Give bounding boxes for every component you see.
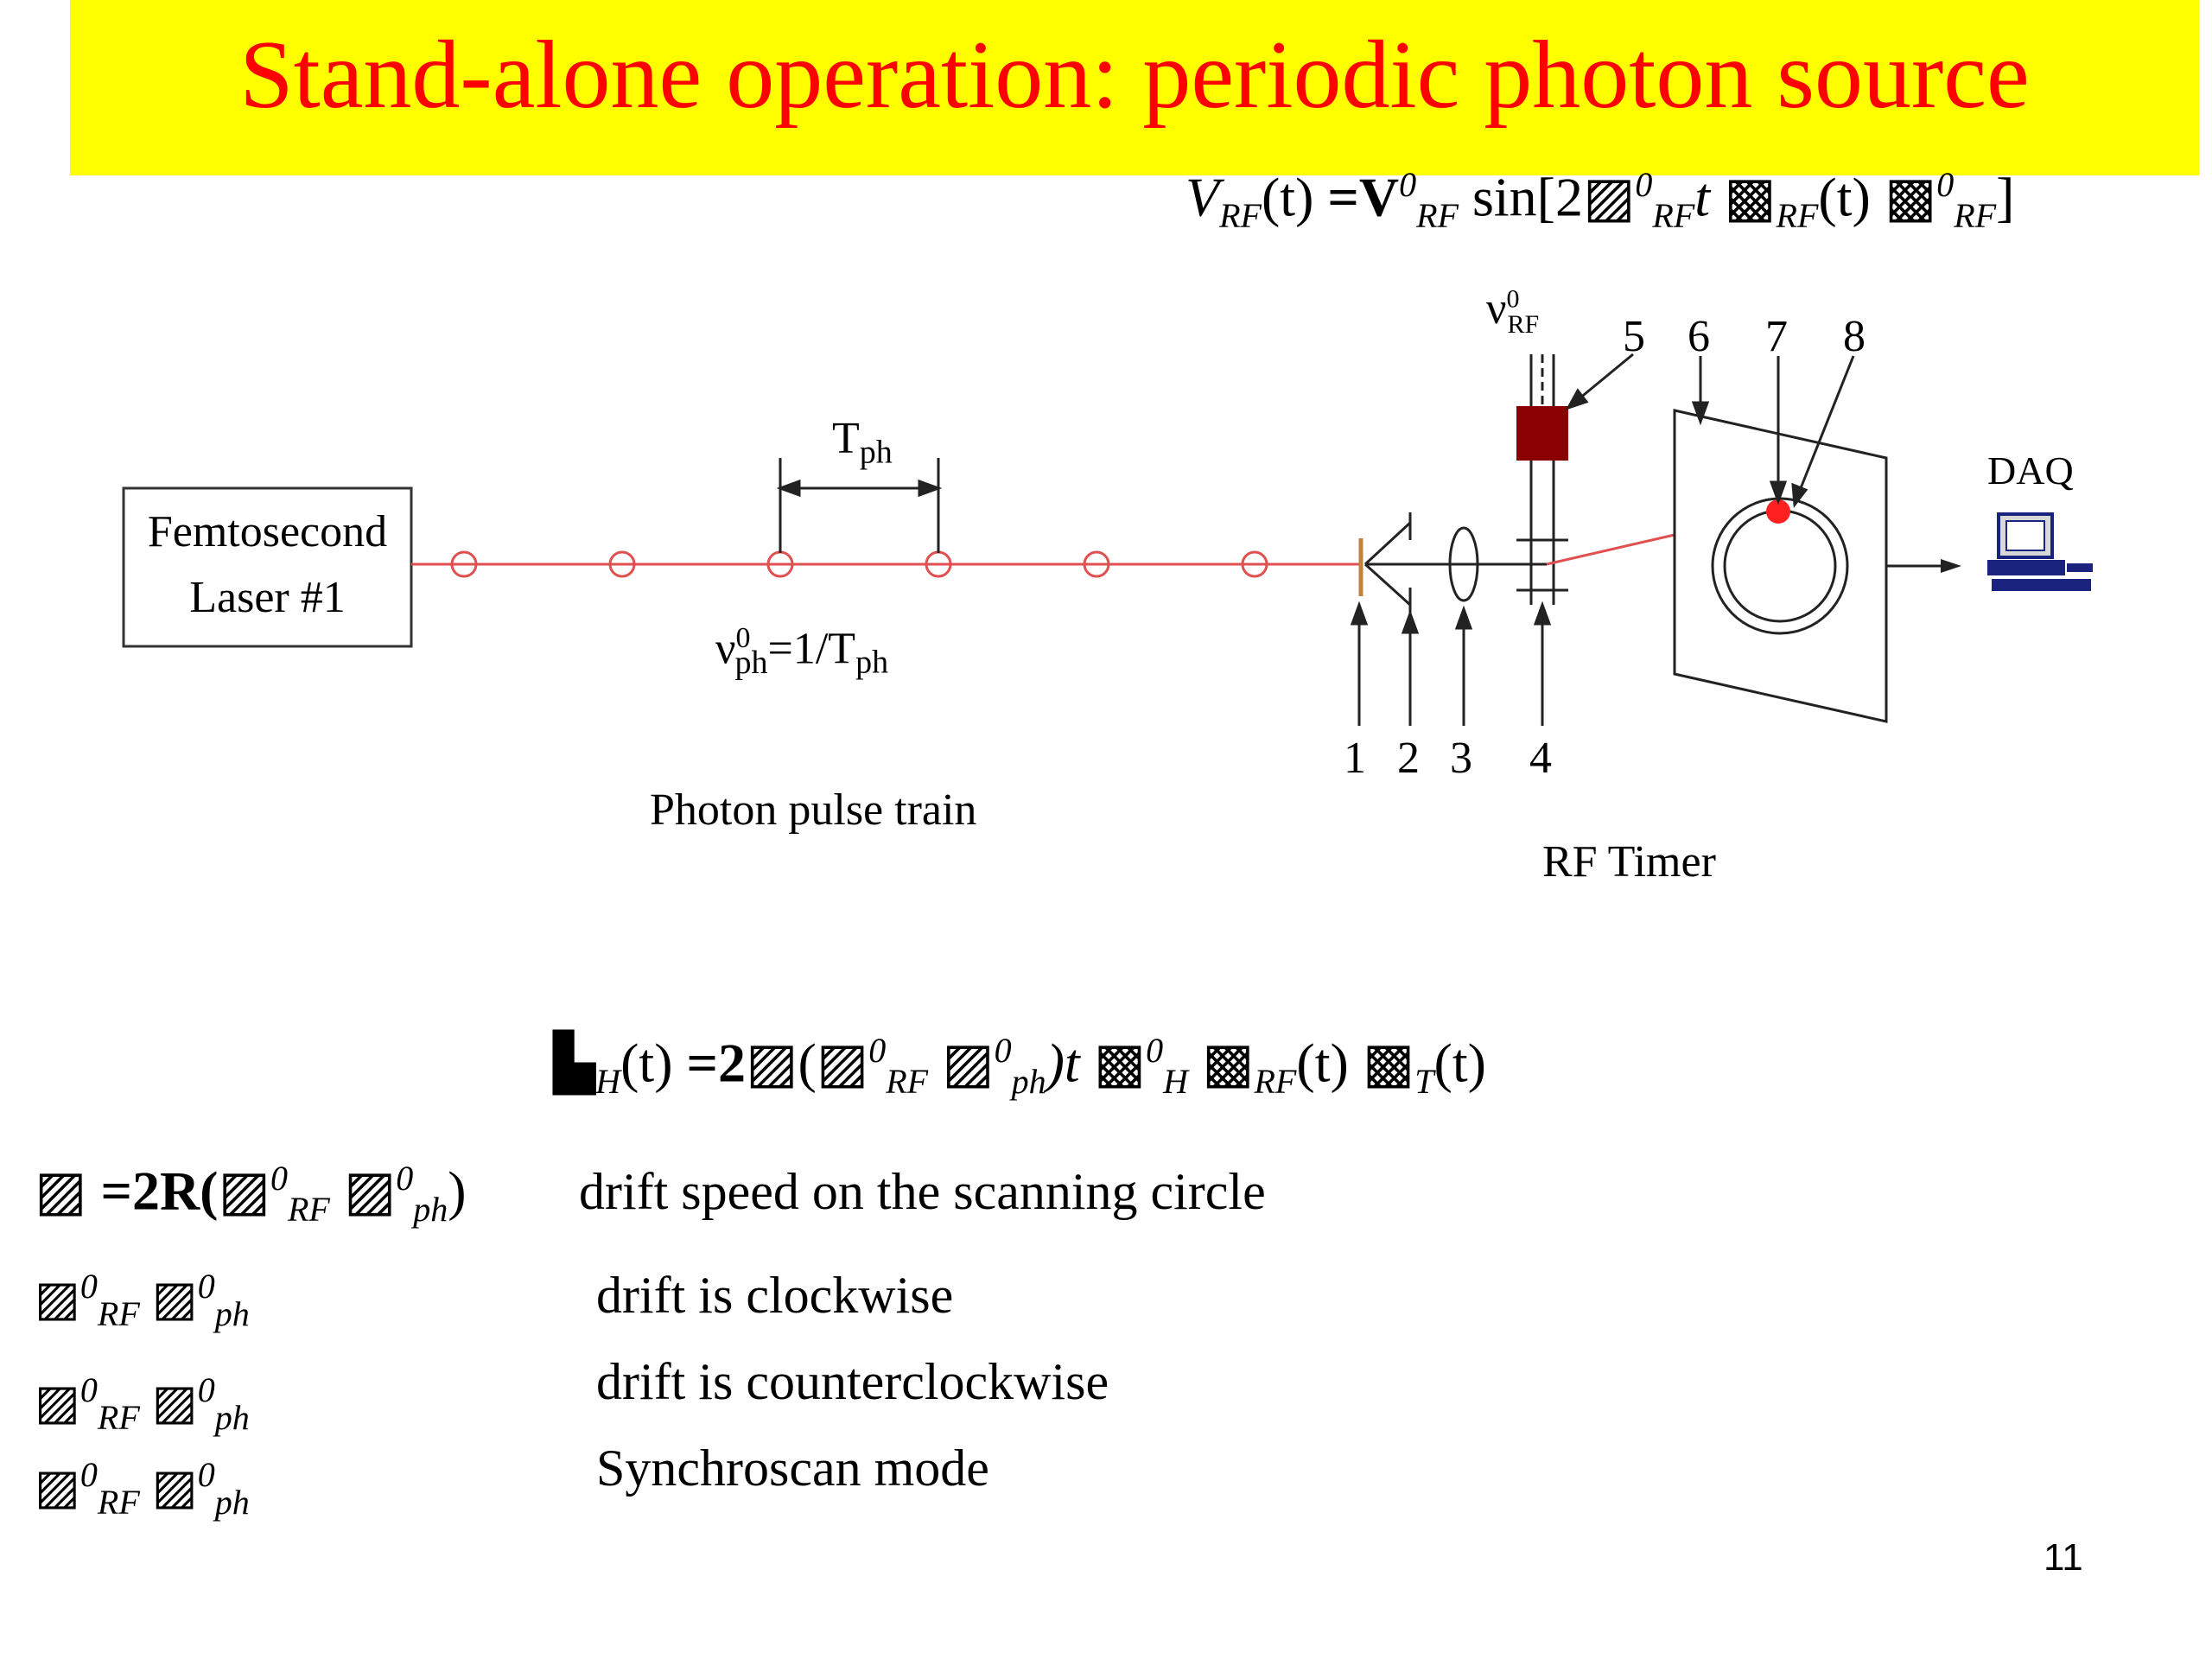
- period-label: Tph: [832, 414, 893, 471]
- title-bar: Stand-alone operation: periodic photon s…: [70, 0, 2199, 175]
- pulse: [1083, 550, 1110, 578]
- rf-frequency-label: ν0RF: [1486, 284, 1540, 340]
- pulse: [450, 550, 478, 578]
- label-1: 1: [1344, 734, 1366, 783]
- factory-icon: ▙: [553, 1032, 596, 1094]
- equation-phase: ▙H(t) =2▨(▨0RF ▨0ph)t ▩0H ▩RF(t) ▩T(t): [553, 1031, 1486, 1102]
- slide-title: Stand-alone operation: periodic photon s…: [239, 22, 2030, 129]
- rf-deflector: [1516, 354, 1568, 605]
- equation-rf-voltage: VRF(t) =V0RF sin[2▨0RFt ▩RF(t) ▩0RF]: [1185, 165, 2015, 236]
- laser-label: Femtosecond Laser #1: [124, 499, 411, 631]
- label-2: 2: [1397, 734, 1420, 783]
- laser-label-line2: Laser #1: [189, 573, 346, 622]
- label-8: 8: [1843, 312, 1866, 361]
- condition-clockwise: ▨0RF ▨0ph: [35, 1267, 250, 1333]
- rf-timer-label: RF Timer: [1542, 837, 1716, 887]
- desc-clockwise: drift is clockwise: [596, 1267, 954, 1324]
- desc-drift-speed: drift speed on the scanning circle: [579, 1163, 1266, 1220]
- period-marker: [776, 458, 943, 553]
- detector-screen: [1673, 409, 1888, 723]
- pulse-train-label: Photon pulse train: [650, 785, 977, 835]
- photon-frequency-label: ν0ph=1/Tph: [715, 622, 889, 681]
- label-3: 3: [1450, 734, 1472, 783]
- label-6: 6: [1688, 312, 1710, 361]
- laser-label-line1: Femtosecond: [147, 507, 388, 556]
- pointer-arrows-bottom: [1350, 601, 1552, 726]
- label-7: 7: [1765, 312, 1788, 361]
- condition-drift-speed: ▨ =2R(▨0RF ▨0ph): [35, 1159, 467, 1230]
- desc-synchroscan: Synchroscan mode: [596, 1440, 989, 1497]
- computer-icon: [1987, 512, 2093, 591]
- electron-lens: [1448, 526, 1479, 602]
- accelerating-mesh: [1363, 512, 1547, 615]
- label-5: 5: [1623, 312, 1645, 361]
- condition-counterclockwise: ▨0RF ▨0ph: [35, 1370, 250, 1437]
- experiment-diagram: [122, 353, 2093, 726]
- daq-label: DAQ: [1987, 448, 2074, 493]
- page-number: 11: [2044, 1536, 2083, 1579]
- label-4: 4: [1529, 734, 1552, 783]
- electron-spot: [1766, 499, 1790, 524]
- pointer-arrows-top: [1565, 353, 1855, 508]
- pulse: [608, 550, 636, 578]
- pulse: [1241, 550, 1268, 578]
- desc-counterclockwise: drift is counterclockwise: [596, 1353, 1109, 1410]
- rf-resonator: [1516, 406, 1568, 461]
- laser-box: [122, 486, 413, 648]
- condition-synchroscan: ▨0RF ▨0ph: [35, 1455, 250, 1522]
- photon-pulses: [450, 550, 1268, 578]
